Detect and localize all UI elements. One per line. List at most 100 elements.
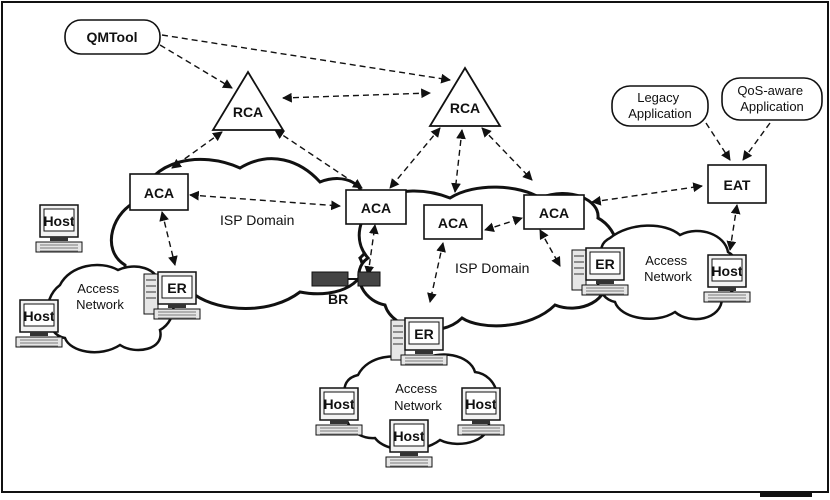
qos-app-label: QoS-aware Application [737,83,806,114]
er-center-label: ER [414,326,433,342]
arrow-br-aca-center-left [364,224,379,276]
host-bottom-right: Host [457,387,505,436]
host-right-keyboard [703,291,751,303]
access-bottom-line1: Access [395,381,437,396]
br-router-right [357,271,381,287]
host-right-stand [718,287,736,291]
access-left-line1: Access [77,281,119,296]
aca-center-left-box [345,189,407,225]
qos-line1: QoS-aware [737,83,803,98]
host-right-screen [711,258,743,282]
er-right-screen [589,251,621,275]
host-left-bottom-stand [30,332,48,336]
host-bottom-right-stand [472,420,490,424]
arrow-legacy-eat [705,122,731,161]
arrow-aca-left-er-left [159,211,178,266]
host-bottom-center: Host [385,419,433,468]
aca-center-label: ACA [438,215,468,231]
host-bottom-left-keyboard [315,424,363,436]
rca-right-triangle [428,66,502,127]
er-right: ER [571,247,629,296]
host-bottom-right-keyboard [457,424,505,436]
rca-left-triangle [211,70,285,131]
cloud-label-access-bottom: Access Network [394,381,442,413]
arrow-qmtool-rca-left [159,44,233,89]
cloud-label-access-left: Access Network [76,281,124,312]
border-router: BR [311,271,381,307]
host-right: Host [703,254,751,303]
host-left-bottom-screen [23,303,55,327]
control-arrows [159,34,771,303]
er-center: ER [390,317,448,366]
er-left: ER [143,271,201,320]
host-bottom-center-screen [393,423,425,447]
access-right-line1: Access [645,253,687,268]
er-right-keyboard [581,284,629,296]
arrow-aca-right-er-right [539,229,561,267]
qmtool-box [64,19,161,55]
host-left-bottom: Host [15,299,63,348]
er-right-label: ER [595,256,614,272]
host-bottom-center-label: Host [393,428,424,444]
br-label: BR [328,291,348,307]
eat-label: EAT [724,177,751,193]
aca-left-box [129,173,189,211]
er-left-keyboard [153,308,201,320]
host-left-bottom-keyboard [15,336,63,348]
eat-box [707,164,767,204]
qos-app-box [721,77,823,121]
er-left-label: ER [167,280,186,296]
arrow-rca-right-aca-center [451,129,466,193]
host-bottom-left: Host [315,387,363,436]
rca-left-label: RCA [233,104,263,120]
arrow-rca-left-aca-center-left [274,129,363,189]
host-left-bottom-label: Host [23,308,54,324]
arrow-aca-left-aca-center-left [189,190,341,211]
aca-center-box [423,204,483,240]
host-left-top-label: Host [43,213,74,229]
er-left-screen [161,275,193,299]
host-left-top: Host [35,204,83,253]
arrow-rca-right-aca-right [481,127,533,181]
arrow-rca-left-aca-left [171,131,223,169]
qmtool-label: QMTool [86,29,137,45]
arrow-aca-center-er-center [427,242,446,303]
legacy-app-box [611,85,709,127]
aca-center-left-label: ACA [361,200,391,216]
arrow-qmtool-rca-right [161,34,451,84]
er-center-screen [408,321,440,345]
host-left-top-screen [43,208,75,232]
arrow-aca-right-eat [591,182,703,206]
host-left-top-keyboard [35,241,83,253]
host-bottom-right-screen [465,391,497,415]
qos-line2: Application [740,99,804,114]
access-right-line2: Network [644,269,692,284]
host-bottom-center-stand [400,452,418,456]
aca-right-box [523,194,585,230]
legacy-app-label: Legacy Application [628,90,692,121]
arrow-eat-host-right [726,204,741,251]
host-left-top-stand [50,237,68,241]
rca-right-label: RCA [450,100,480,116]
host-bottom-left-stand [330,420,348,424]
cloud-label-access-right: Access Network [644,253,692,284]
legacy-line1: Legacy [637,90,679,105]
cloud-label-isp-left: ISP Domain [220,212,294,228]
access-left-line2: Network [76,297,124,312]
host-right-label: Host [711,263,742,279]
er-center-stand [415,350,433,354]
aca-left-label: ACA [144,185,174,201]
arrow-qos-eat [742,122,771,161]
host-bottom-center-keyboard [385,456,433,468]
host-bottom-left-screen [323,391,355,415]
arrow-rca-rca [282,88,431,103]
host-bottom-left-label: Host [323,396,354,412]
cloud-access-left [46,263,175,354]
arrow-rca-right-aca-center-left [389,127,441,189]
aca-right-label: ACA [539,205,569,221]
er-right-stand [596,280,614,284]
